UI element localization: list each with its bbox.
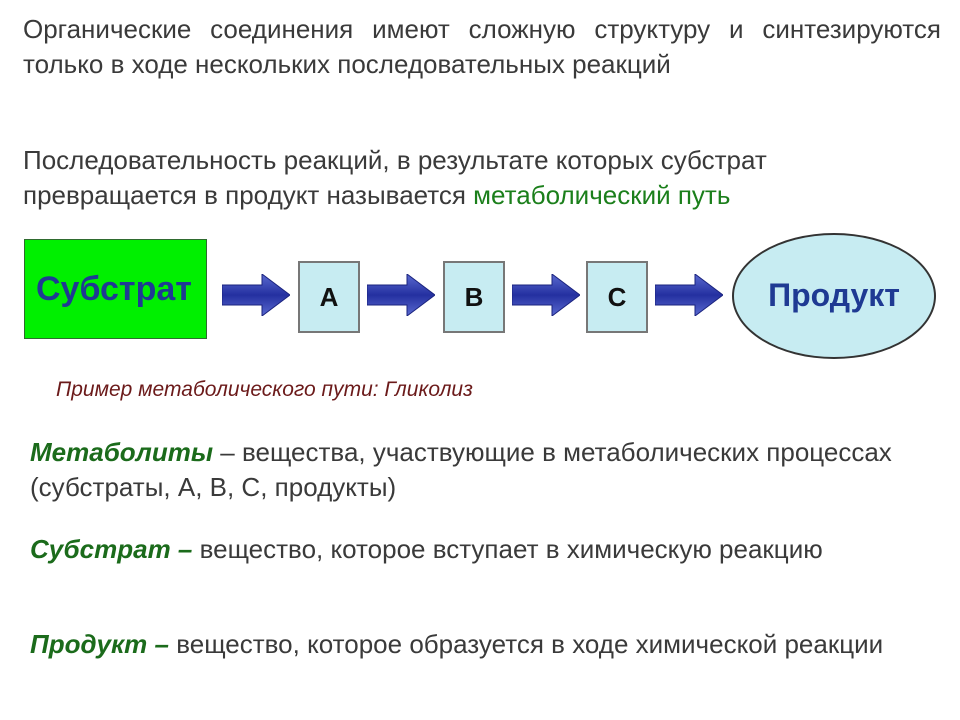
metabolic-path-term: метаболический путь — [473, 180, 731, 210]
arrow-right-icon — [222, 274, 290, 316]
definition-term: Метаболиты — [30, 437, 214, 467]
definition-metabolites: Метаболиты – вещества, участвующие в мет… — [30, 435, 940, 505]
intermediate-a-box: A — [298, 261, 360, 333]
definition-substrate: Субстрат – вещество, которое вступает в … — [30, 532, 940, 567]
metabolic-path-definition: Последовательность реакций, в результате… — [23, 143, 941, 213]
definition-text: – вещества, участвующие в метаболических… — [30, 437, 892, 502]
intermediate-c-box: C — [586, 261, 648, 333]
arrow-right-icon — [655, 274, 723, 316]
metabolic-path-text: Последовательность реакций, в результате… — [23, 145, 767, 210]
intro-paragraph: Органические соединения имеют сложную ст… — [23, 14, 941, 79]
product-label: Продукт — [768, 277, 900, 313]
definition-text: вещество, которое образуется в ходе хими… — [168, 629, 884, 659]
definition-term: Субстрат – — [30, 534, 193, 564]
intermediate-b-box: B — [443, 261, 505, 333]
product-ellipse — [732, 233, 936, 359]
definition-product: Продукт – вещество, которое образуется в… — [30, 627, 940, 662]
arrow-right-icon — [512, 274, 580, 316]
substrate-box — [24, 239, 207, 339]
definition-term: Продукт – — [30, 629, 169, 659]
definition-text: вещество, которое вступает в химическую … — [192, 534, 823, 564]
arrow-right-icon — [367, 274, 435, 316]
substrate-label: Субстрат — [36, 270, 192, 308]
example-caption: Пример метаболического пути: Гликолиз — [56, 378, 473, 401]
